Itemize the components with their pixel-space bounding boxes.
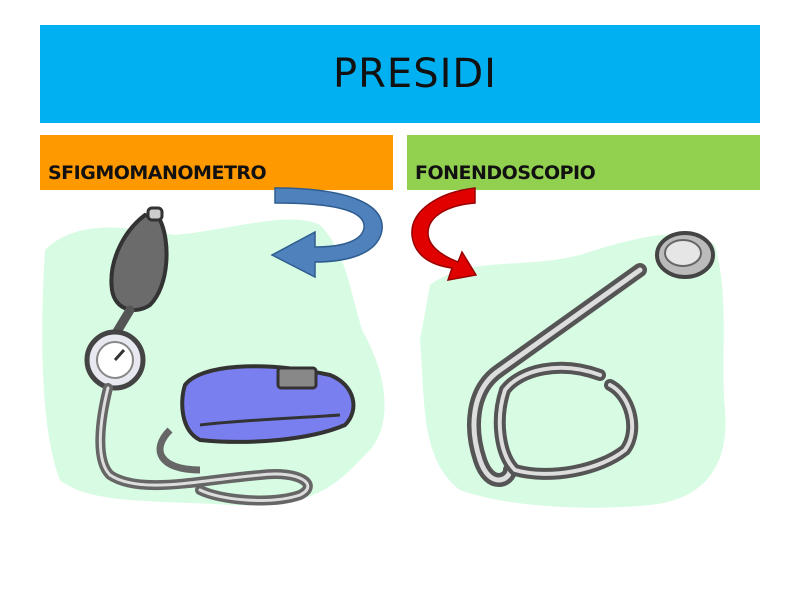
fonendoscopio-label-box: FONENDOSCOPIO bbox=[407, 135, 760, 190]
slide-title: PRESIDI bbox=[333, 51, 497, 97]
sfigmomanometro-label: SFIGMOMANOMETRO bbox=[48, 162, 267, 184]
curved-arrow-left-icon bbox=[270, 187, 383, 279]
sphygmomanometer-icon bbox=[84, 206, 356, 506]
sfigmomanometro-label-box: SFIGMOMANOMETRO bbox=[40, 135, 393, 190]
stethoscope-icon bbox=[467, 231, 715, 487]
fonendoscopio-label: FONENDOSCOPIO bbox=[415, 162, 596, 184]
curved-arrow-right-icon bbox=[411, 187, 478, 281]
title-bar: PRESIDI bbox=[40, 25, 760, 123]
